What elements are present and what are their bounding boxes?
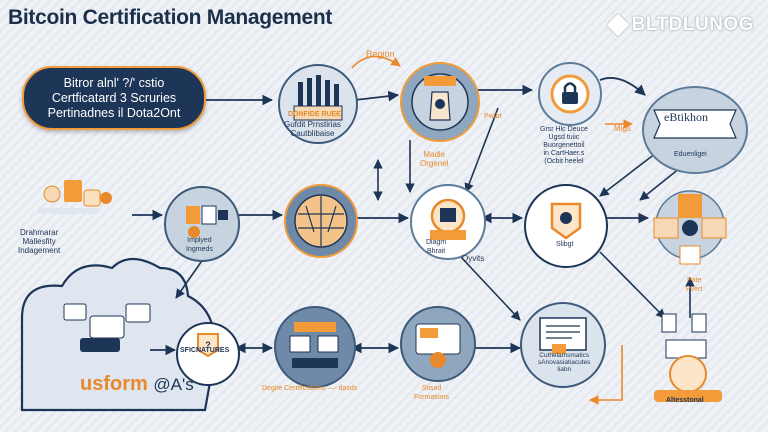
madle-orgenel-label: Madle Orgenel bbox=[420, 150, 449, 168]
arrow-bank-to-cert bbox=[354, 90, 400, 102]
banner-icon bbox=[653, 109, 737, 139]
lock-node bbox=[538, 62, 602, 126]
shield-icon bbox=[430, 198, 466, 240]
implyed-label: Implyed Ingmeds bbox=[186, 237, 213, 253]
badge-icon bbox=[550, 202, 582, 240]
contract-icon bbox=[539, 317, 587, 354]
arrow-diag-shield-doc bbox=[459, 255, 521, 321]
icon-cluster bbox=[38, 180, 112, 214]
migs-label: Migs bbox=[614, 124, 631, 133]
arrow-lock-to-ebit bbox=[599, 77, 646, 96]
arrow-diag-cross-user bbox=[599, 251, 666, 319]
ebitkhon-label: eBtikhon bbox=[664, 110, 708, 124]
cuthela-label: Cuthelamsmatics sAnovasiatiacutes liabn bbox=[538, 352, 591, 373]
lock-icon bbox=[550, 74, 590, 114]
oyvits-label: Oyvits bbox=[462, 254, 485, 263]
certificate-icon bbox=[411, 73, 469, 131]
signatures-node: ? bbox=[176, 322, 240, 386]
user-icon bbox=[43, 185, 61, 203]
doc-node bbox=[520, 302, 606, 388]
scope-pill: Bitror alnl' ?/' cstio Certficatard 3 Sc… bbox=[22, 66, 206, 130]
domain-box-label: DONFIDE RUEE bbox=[288, 111, 341, 118]
diagm-bit-label: Diagm Bhrait bbox=[426, 239, 447, 255]
sficnatures-label: SFICNATURES bbox=[180, 347, 230, 354]
arrow-cert-down bbox=[464, 107, 499, 193]
arrow-ebit-down-1 bbox=[599, 149, 661, 197]
gear-node bbox=[164, 186, 240, 262]
badge-node bbox=[524, 184, 608, 268]
certificate-node bbox=[400, 62, 480, 142]
brand-logo: BLTDLUNOG bbox=[606, 13, 754, 37]
pate-label: Pate Pvert bbox=[686, 277, 703, 293]
pill-line-1: Bitror alnl' ?/' cstio bbox=[63, 75, 165, 90]
globe-icon bbox=[294, 194, 348, 248]
brand-name: BLTDLUNOG bbox=[631, 14, 754, 35]
arrow-region-curve bbox=[351, 55, 401, 69]
arrow-orange-return bbox=[589, 345, 623, 405]
cloud-icons bbox=[63, 303, 151, 352]
usform-label: usform @A's bbox=[80, 373, 194, 396]
eduenligei-label: Eduenligei bbox=[674, 151, 707, 158]
server-icon bbox=[289, 322, 339, 368]
degite-cert-label: Degite Certiftostoms —- dasds bbox=[262, 385, 358, 392]
hosbtarcas-label: Grsr Hlc Deuce Ugsd tuiic Buorgenettoil … bbox=[540, 126, 588, 165]
signature-shield-icon: ? bbox=[197, 333, 219, 358]
cross-cluster bbox=[653, 190, 727, 265]
usform-word: usform bbox=[80, 373, 148, 395]
region-label: Region bbox=[366, 49, 395, 59]
ui-node bbox=[400, 306, 476, 382]
drahmarar-label: Drahmarar Mallesfity Indagement bbox=[18, 228, 61, 255]
user-cluster bbox=[654, 313, 722, 402]
page-title: Bitcoin Certification Management bbox=[8, 6, 333, 29]
pill-line-3: Pertinadnes il Dota2Ont bbox=[47, 105, 181, 120]
ebitkhon-node bbox=[642, 86, 748, 174]
pwtbt-label: Pwtbt bbox=[484, 113, 502, 120]
svg-text:?: ? bbox=[205, 340, 211, 350]
stisad-label: Stisad Formations bbox=[414, 385, 450, 401]
shield-node bbox=[410, 184, 486, 260]
pubcase-label: Gufdit Prnstirias Cautblibaise bbox=[284, 120, 341, 138]
bank-icon bbox=[293, 75, 343, 121]
gear-icon bbox=[186, 205, 228, 238]
pill-line-2: Certficatard 3 Scruries bbox=[51, 90, 177, 105]
bank-node bbox=[278, 64, 358, 144]
server-node bbox=[274, 306, 356, 388]
slibgt-label: Slibgt bbox=[556, 241, 574, 248]
altesstonal-label: Altesstonal bbox=[666, 397, 704, 404]
usform-tail: @A's bbox=[153, 375, 194, 394]
document-icon bbox=[415, 323, 461, 368]
globe-node bbox=[284, 184, 358, 258]
